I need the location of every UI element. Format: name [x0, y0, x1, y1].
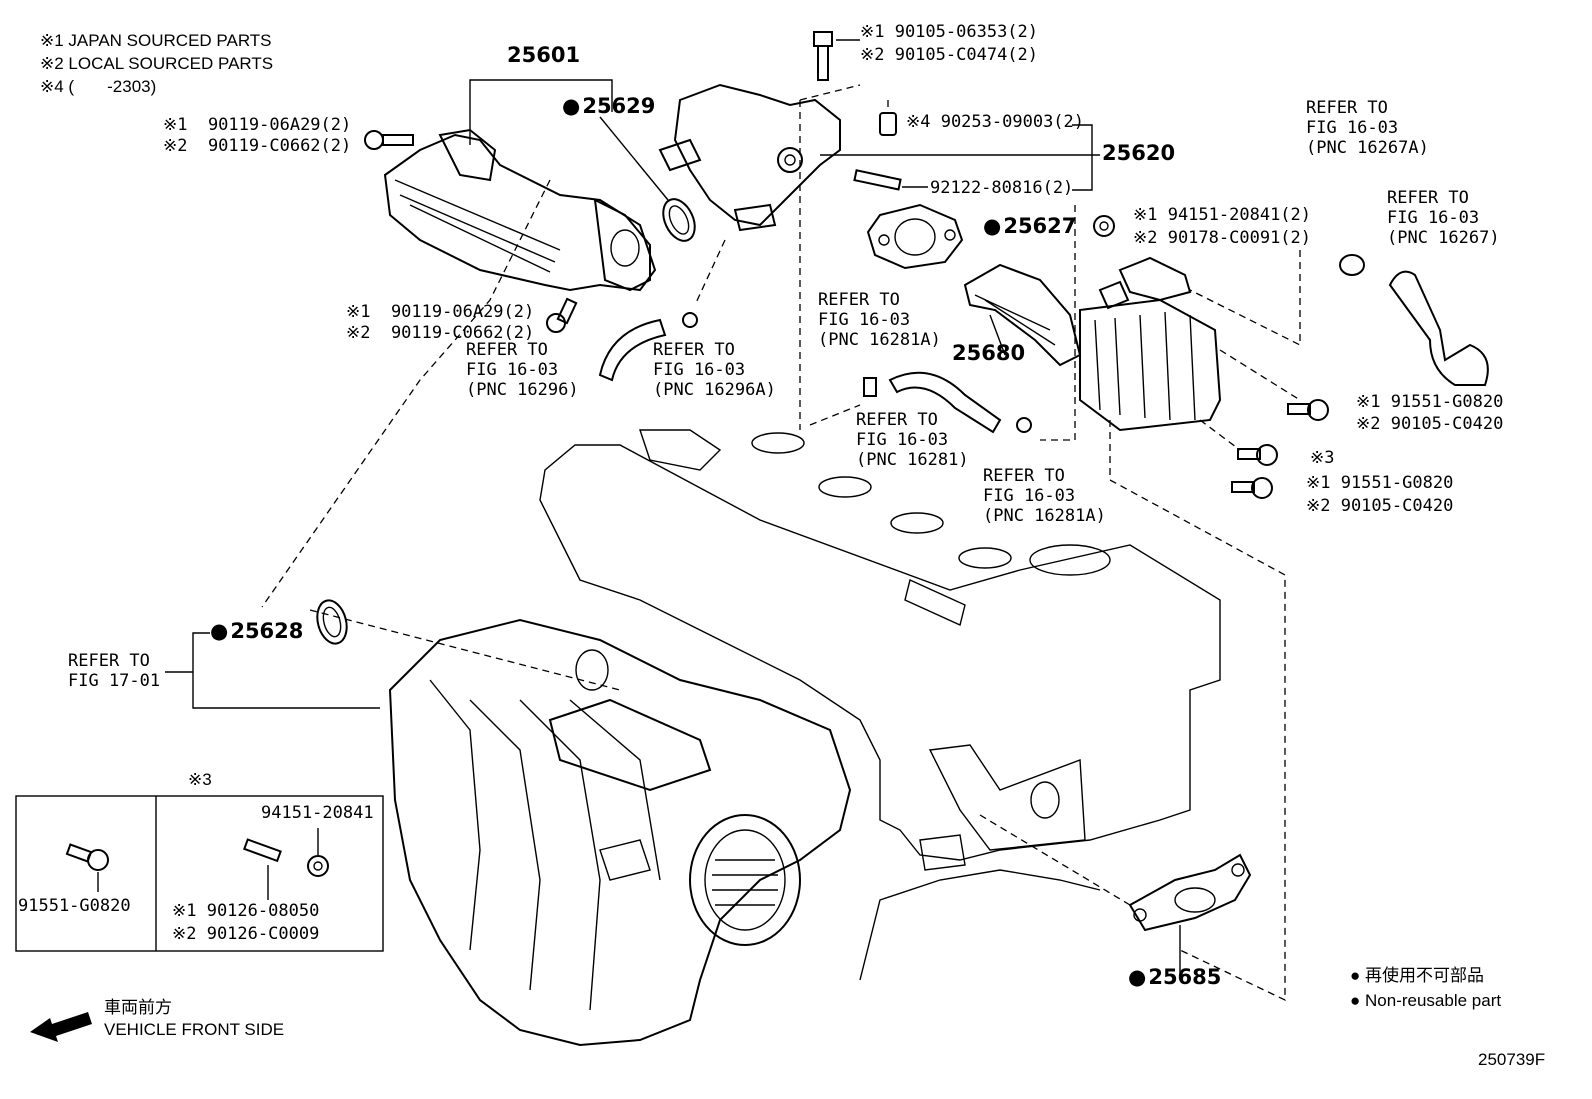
egr-pipe-25601 [383, 128, 657, 292]
gasket-25629 [599, 116, 696, 242]
dot-icon: ● [1350, 991, 1361, 1010]
part-25627: 25627 [983, 216, 1076, 237]
right-bolt-3a-label: ※1 91551-G0820 [1306, 473, 1454, 493]
hose-16281 [888, 371, 1002, 434]
inset-stud-90126 [243, 838, 282, 900]
pin-90253 [879, 100, 897, 136]
bolt-right-3 [1237, 444, 1278, 466]
ref-16281A-top[interactable]: REFER TO FIG 16-03 (PNC 16281A) [818, 290, 941, 350]
part-25620: 25620 [1102, 141, 1176, 165]
stud-92122 [853, 169, 928, 191]
clip-16281A-low [1016, 417, 1032, 433]
inset-part-90126-1: ※1 90126-08050 [172, 901, 320, 921]
inset-part-94151: 94151-20841 [261, 803, 374, 823]
nonreuse-jp: ● 再使用不可部品 [1350, 966, 1484, 986]
front-arrow-icon [30, 1012, 92, 1042]
ref-16281[interactable]: REFER TO FIG 16-03 (PNC 16281) [856, 410, 969, 470]
inset-title: ※3 [188, 770, 212, 789]
legend-note-4: ※4 ( -2303) [40, 77, 157, 96]
front-label-en: VEHICLE FRONT SIDE [104, 1020, 285, 1039]
bolt-91551-right-1 [1287, 399, 1329, 421]
nonreuse-en-text: Non-reusable part [1365, 991, 1502, 1010]
part-25680: 25680 [952, 341, 1026, 365]
gasket-25628 [316, 599, 348, 645]
part-25628: 25628 [210, 621, 303, 642]
gasket-25685 [1128, 853, 1252, 975]
front-label-jp: 車両前方 [104, 998, 172, 1017]
ref-16296A[interactable]: REFER TO FIG 16-03 (PNC 16296A) [653, 340, 776, 400]
dashed-assembly-lines [261, 84, 1301, 1002]
bolt-90119-upper [364, 130, 414, 150]
ref-16267[interactable]: REFER TO FIG 16-03 (PNC 16267) [1387, 188, 1500, 248]
nut-1-label: ※1 94151-20841(2) [1133, 205, 1312, 225]
inset-nut-94151 [307, 828, 329, 877]
inset-part-90126-2: ※2 90126-C0009 [172, 924, 320, 944]
inset-box [15, 795, 384, 952]
bolt-90119-mid [546, 297, 578, 333]
bracket-25620 [1072, 124, 1093, 191]
bolt-mid-1-label: ※1 90119-06A29(2) [346, 302, 535, 322]
hose-16296 [598, 318, 667, 382]
inset-bolt-91551 [65, 843, 109, 892]
bolt-90105-top [813, 31, 860, 81]
nonreuse-en: ● Non-reusable part [1350, 991, 1501, 1011]
legend-note-2: ※2 LOCAL SOURCED PARTS [40, 54, 274, 73]
legend-note-1: ※1 JAPAN SOURCED PARTS [40, 31, 272, 50]
bolt-mid-2-label: ※2 90119-C0662(2) [346, 323, 535, 343]
bolt-top-1-label: ※1 90105-06353(2) [860, 22, 1039, 42]
engine-head [539, 429, 1221, 981]
clip-16267A [1339, 254, 1365, 276]
clip-16296A [682, 312, 698, 328]
bolt-upper-2-label: ※2 90119-C0662(2) [163, 136, 352, 156]
nonreuse-jp-text: 再使用不可部品 [1365, 966, 1485, 985]
part-25601: 25601 [507, 43, 581, 67]
bolt-91551-right-2 [1231, 477, 1273, 499]
egr-valve-25620 [658, 83, 841, 232]
right-bolt-1b-label: ※2 90105-C0420 [1356, 414, 1504, 434]
hose-16267 [1388, 270, 1489, 386]
bolt-upper-1-label: ※1 90119-06A29(2) [163, 115, 352, 135]
ref-16296[interactable]: REFER TO FIG 16-03 (PNC 16296) [466, 340, 579, 400]
pin-90253-label: ※4 90253-09003(2) [906, 112, 1085, 132]
nut-94151 [1093, 215, 1115, 237]
gasket-25627 [866, 203, 964, 270]
ref-17-01[interactable]: REFER TO FIG 17-01 [68, 651, 161, 691]
intake-manifold [388, 618, 852, 1047]
bracket-17-01 [192, 632, 380, 709]
ref-16281A-low[interactable]: REFER TO FIG 16-03 (PNC 16281A) [983, 466, 1106, 526]
stud-92122-label: 92122-80816(2) [930, 178, 1074, 198]
right-bolt-1a-label: ※1 91551-G0820 [1356, 392, 1504, 412]
ref-16267A[interactable]: REFER TO FIG 16-03 (PNC 16267A) [1306, 98, 1429, 158]
figure-code: 250739F [1478, 1050, 1546, 1069]
inset-part-91551: 91551-G0820 [18, 896, 131, 916]
nut-2-label: ※2 90178-C0091(2) [1133, 228, 1312, 248]
right-bolt-3b-label: ※2 90105-C0420 [1306, 496, 1454, 516]
egr-cooler-25680 [963, 256, 1222, 432]
part-25629: 25629 [562, 96, 655, 117]
clip-16281A-top [863, 377, 877, 397]
right-bolt-2-label: ※3 [1310, 448, 1335, 468]
dot-icon: ● [1350, 966, 1361, 985]
bolt-top-2-label: ※2 90105-C0474(2) [860, 45, 1039, 65]
part-25685: 25685 [1128, 967, 1221, 988]
